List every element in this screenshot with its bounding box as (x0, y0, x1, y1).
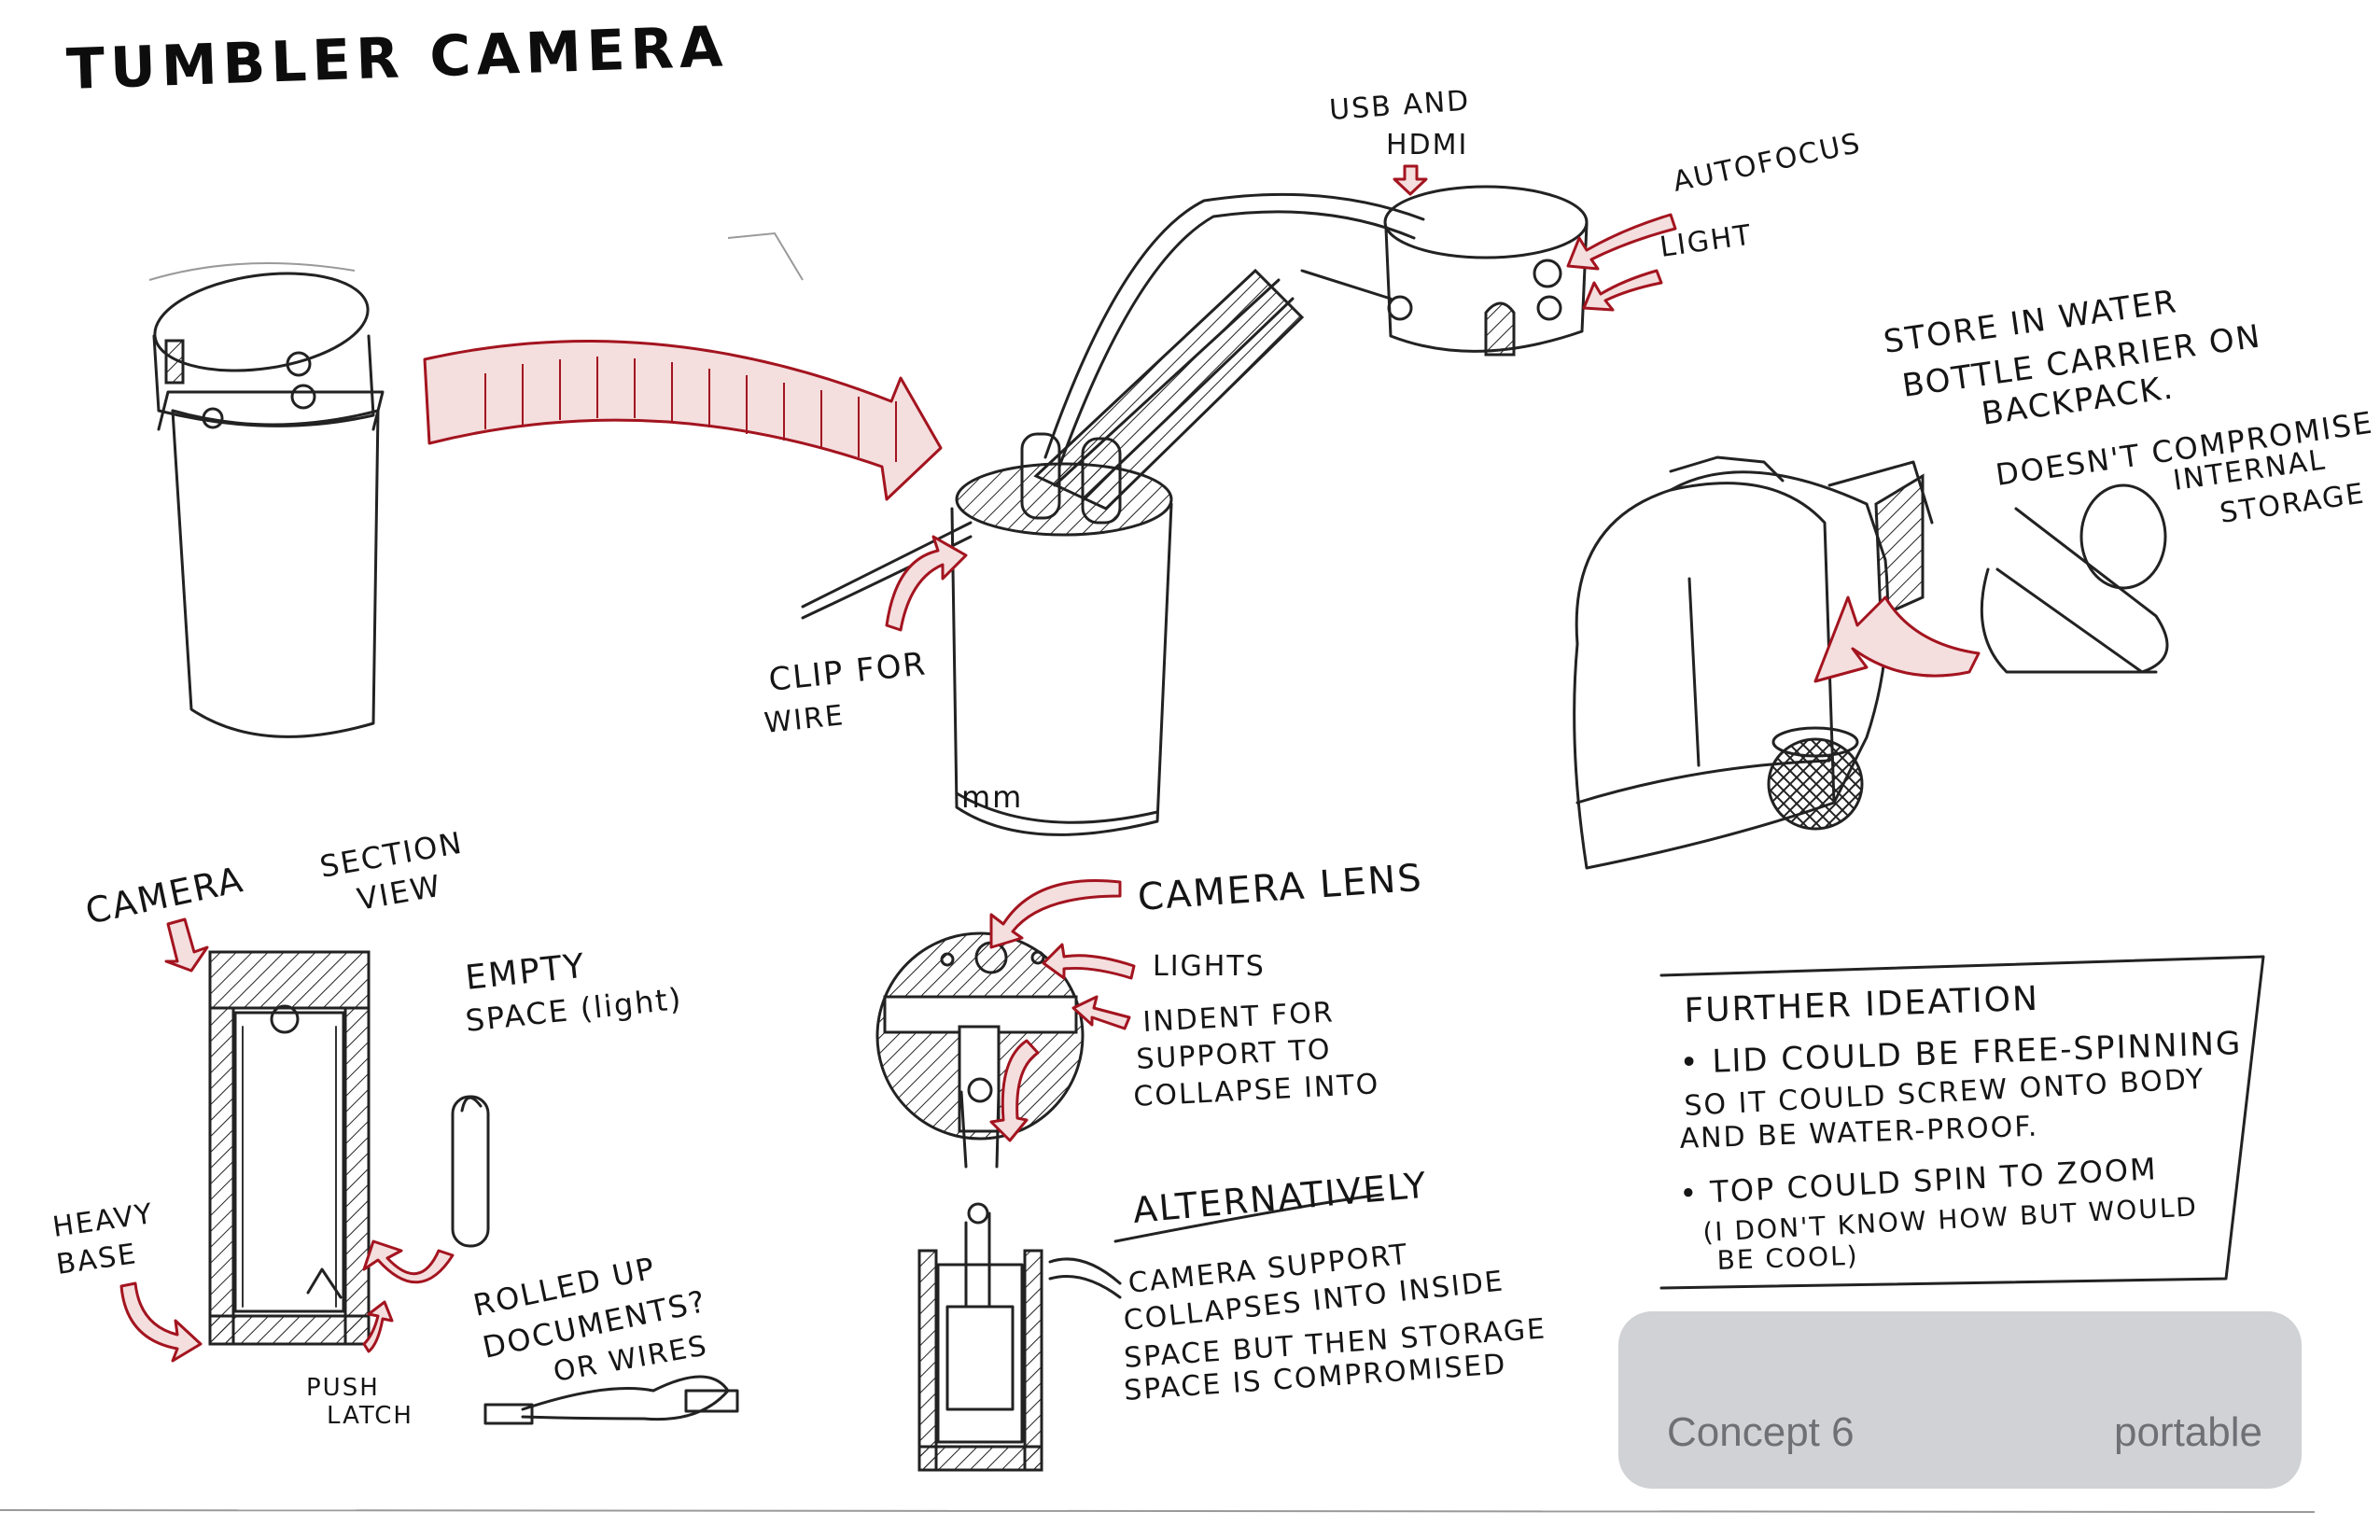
transform-arrow (423, 231, 943, 501)
label-clip-2: WIRE (763, 699, 846, 740)
label-latch-2: LATCH (327, 1402, 413, 1430)
concept-caption: Concept 6 portable (1618, 1311, 2302, 1489)
label-clip-1: CLIP FOR (767, 645, 929, 699)
ideation-bullet2-line3: BE COOL) (1716, 1240, 1859, 1276)
further-ideation-box (1659, 955, 2265, 1290)
alternative-section (917, 1193, 1383, 1472)
label-indent-3: COLLAPSE INTO (1133, 1068, 1381, 1113)
section-view (119, 917, 739, 1425)
label-usb-hdmi-1: USB AND (1328, 85, 1471, 127)
concept-tag: portable (2113, 1409, 2262, 1455)
label-camera-lens: CAMERA LENS (1136, 857, 1424, 919)
label-usb-hdmi-2: HDMI (1386, 129, 1468, 161)
label-heavy-1: HEAVY (50, 1197, 156, 1244)
sketch-title: TUMBLER CAMERA (65, 14, 729, 103)
label-heavy-2: BASE (54, 1238, 139, 1281)
camera-deployed: mm (801, 164, 1677, 836)
label-latch-1: PUSH (306, 1374, 380, 1402)
label-alternatively: ALTERNATIVELY (1131, 1165, 1429, 1231)
label-indent-1: INDENT FOR (1142, 996, 1336, 1039)
label-autofocus: AUTOFOCUS (1670, 127, 1864, 199)
lid-top-view (875, 878, 1136, 1169)
ideation-heading: FURTHER IDEATION (1684, 980, 2040, 1030)
svg-text:mm: mm (961, 779, 1023, 815)
label-indent-2: SUPPORT TO (1136, 1033, 1333, 1076)
backpack-storage (1573, 455, 2169, 870)
label-empty-1: EMPTY (464, 947, 588, 998)
label-camera: CAMERA (82, 859, 248, 932)
concept-number: Concept 6 (1667, 1409, 1855, 1455)
label-lights: LIGHTS (1153, 950, 1266, 983)
tumbler-closed (148, 262, 385, 738)
